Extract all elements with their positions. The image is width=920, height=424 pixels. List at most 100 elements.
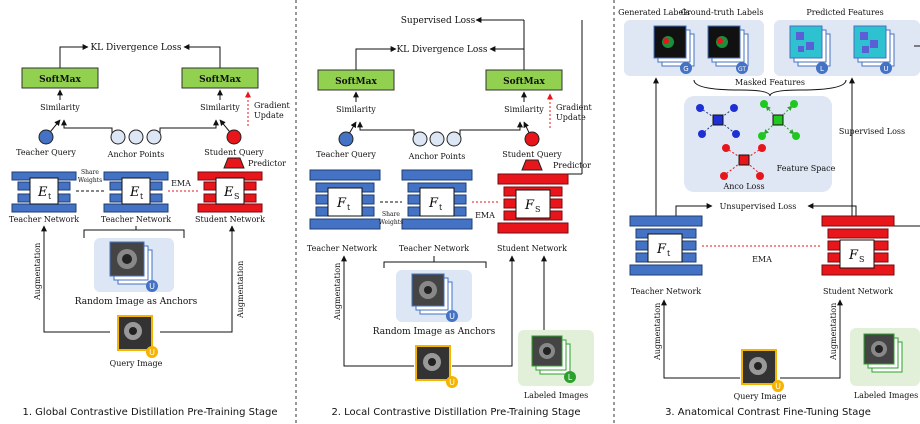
anchor-point (429, 131, 445, 147)
softmax-label-left: SoftMax (39, 75, 81, 85)
svg-text:S: S (859, 255, 864, 264)
svg-text:Anchor Points: Anchor Points (408, 152, 466, 161)
svg-text:Share: Share (382, 211, 400, 218)
similarity-right: Similarity (200, 103, 240, 112)
student-query-dot-2 (524, 131, 540, 147)
svg-text:F: F (848, 248, 859, 263)
teacher-query-label: Teacher Query (16, 148, 76, 157)
svg-text:Share: Share (81, 169, 99, 176)
svg-text:Generated Labels: Generated Labels (618, 8, 690, 17)
query-image-label: Query Image (110, 359, 163, 368)
svg-text:E: E (223, 185, 234, 200)
svg-text:Labeled Images: Labeled Images (524, 391, 588, 400)
similarity-left: Similarity (40, 103, 80, 112)
svg-text:Anco Loss: Anco Loss (722, 182, 764, 191)
svg-text:Unsupervised Loss: Unsupervised Loss (720, 202, 797, 211)
svg-text:U: U (883, 65, 888, 73)
caption-2: 2. Local Contrastive Distillation Pre-Tr… (331, 407, 580, 418)
caption-1: 1. Global Contrastive Distillation Pre-T… (22, 407, 277, 418)
svg-text:Supervised Loss: Supervised Loss (839, 127, 905, 136)
caption-3: 3. Anatomical Contrast Fine-Tuning Stage (665, 407, 871, 418)
anchor-point (110, 129, 126, 145)
softmax-box-2-left (317, 69, 395, 91)
teacher-encoder-right: E t (103, 171, 169, 213)
svg-text:Augmentation: Augmentation (829, 303, 838, 361)
student-network: Student Network (195, 215, 265, 224)
svg-text:Teacher Query: Teacher Query (316, 150, 376, 159)
augmentation-left: Augmentation (33, 243, 42, 301)
svg-text:F: F (428, 196, 439, 211)
svg-text:Student Network: Student Network (823, 287, 893, 296)
student-query-label: Student Query (204, 148, 264, 157)
svg-text:t: t (48, 192, 52, 201)
svg-text:t: t (439, 203, 443, 212)
svg-text:Gradient: Gradient (556, 103, 593, 112)
svg-text:Teacher Network: Teacher Network (307, 244, 377, 253)
panel-3: Generated Labels Ground-truth Labels G G… (618, 8, 920, 418)
svg-text:Weights: Weights (379, 219, 403, 226)
update-label: Update (254, 111, 284, 120)
svg-text:Similarity: Similarity (336, 105, 376, 114)
random-image-label: Random Image as Anchors (75, 297, 198, 307)
teacher-encoder-left: E t (11, 171, 77, 213)
softmax-box-2-right (485, 69, 563, 91)
svg-text:S: S (234, 192, 239, 201)
svg-text:Similarity: Similarity (504, 105, 544, 114)
svg-text:Augmentation: Augmentation (653, 303, 662, 361)
teacher-network-2-right: F t (401, 169, 473, 230)
svg-text:Student Network: Student Network (497, 244, 567, 253)
svg-text:U: U (449, 378, 455, 387)
svg-text:GT: GT (738, 66, 746, 73)
anchor-point (446, 131, 462, 147)
svg-text:F: F (656, 242, 667, 257)
svg-text:F: F (336, 196, 347, 211)
svg-text:Masked Features: Masked Features (735, 78, 805, 87)
svg-text:Teacher Network: Teacher Network (399, 244, 469, 253)
svg-text:U: U (149, 348, 155, 357)
svg-text:U: U (449, 312, 455, 321)
svg-text:U: U (149, 282, 155, 291)
svg-text:Student Query: Student Query (502, 150, 562, 159)
svg-text:t: t (667, 249, 671, 258)
svg-text:F: F (524, 198, 535, 213)
panel-2: Supervised Loss KL Divergence Loss SoftM… (307, 16, 594, 418)
svg-text:L: L (820, 65, 824, 73)
svg-text:Predictor: Predictor (553, 161, 591, 170)
anchor-point (146, 129, 162, 145)
teacher-network-left: Teacher Network (9, 215, 79, 224)
svg-text:S: S (535, 205, 540, 214)
kl-loss-label-2: KL Divergence Loss (396, 45, 487, 55)
svg-text:SoftMax: SoftMax (335, 77, 377, 87)
query-image (117, 315, 153, 351)
svg-text:Ground-truth Labels: Ground-truth Labels (681, 8, 764, 17)
softmax-box-right (181, 67, 259, 89)
svg-text:Feature Space: Feature Space (777, 164, 836, 173)
svg-text:Labeled Images: Labeled Images (854, 391, 918, 400)
student-query-dot (226, 129, 242, 145)
anchor-point (412, 131, 428, 147)
teacher-network-3: F t (629, 215, 703, 276)
student-network-2: F S (497, 173, 569, 234)
anchor-points-label: Anchor Points (107, 150, 165, 159)
teacher-query-dot-2 (338, 131, 354, 147)
svg-text:Update: Update (556, 113, 586, 122)
supervised-loss-2: Supervised Loss (401, 16, 476, 26)
softmax-box-left (21, 67, 99, 89)
svg-text:Weights: Weights (78, 177, 102, 184)
svg-text:SoftMax: SoftMax (503, 77, 545, 87)
teacher-network-right: Teacher Network (101, 215, 171, 224)
ema-label: EMA (171, 179, 191, 188)
svg-text:Teacher Network: Teacher Network (631, 287, 701, 296)
svg-text:Query Image: Query Image (734, 392, 787, 401)
svg-text:E: E (129, 185, 140, 200)
svg-text:L: L (568, 373, 573, 382)
predictor-label: Predictor (248, 159, 286, 168)
svg-text:E: E (37, 185, 48, 200)
anchor-point (128, 129, 144, 145)
svg-text:U: U (775, 382, 781, 391)
svg-text:G: G (683, 65, 688, 73)
svg-text:Augmentation: Augmentation (333, 263, 342, 321)
svg-text:t: t (347, 203, 351, 212)
svg-text:Random Image as Anchors: Random Image as Anchors (373, 327, 496, 337)
